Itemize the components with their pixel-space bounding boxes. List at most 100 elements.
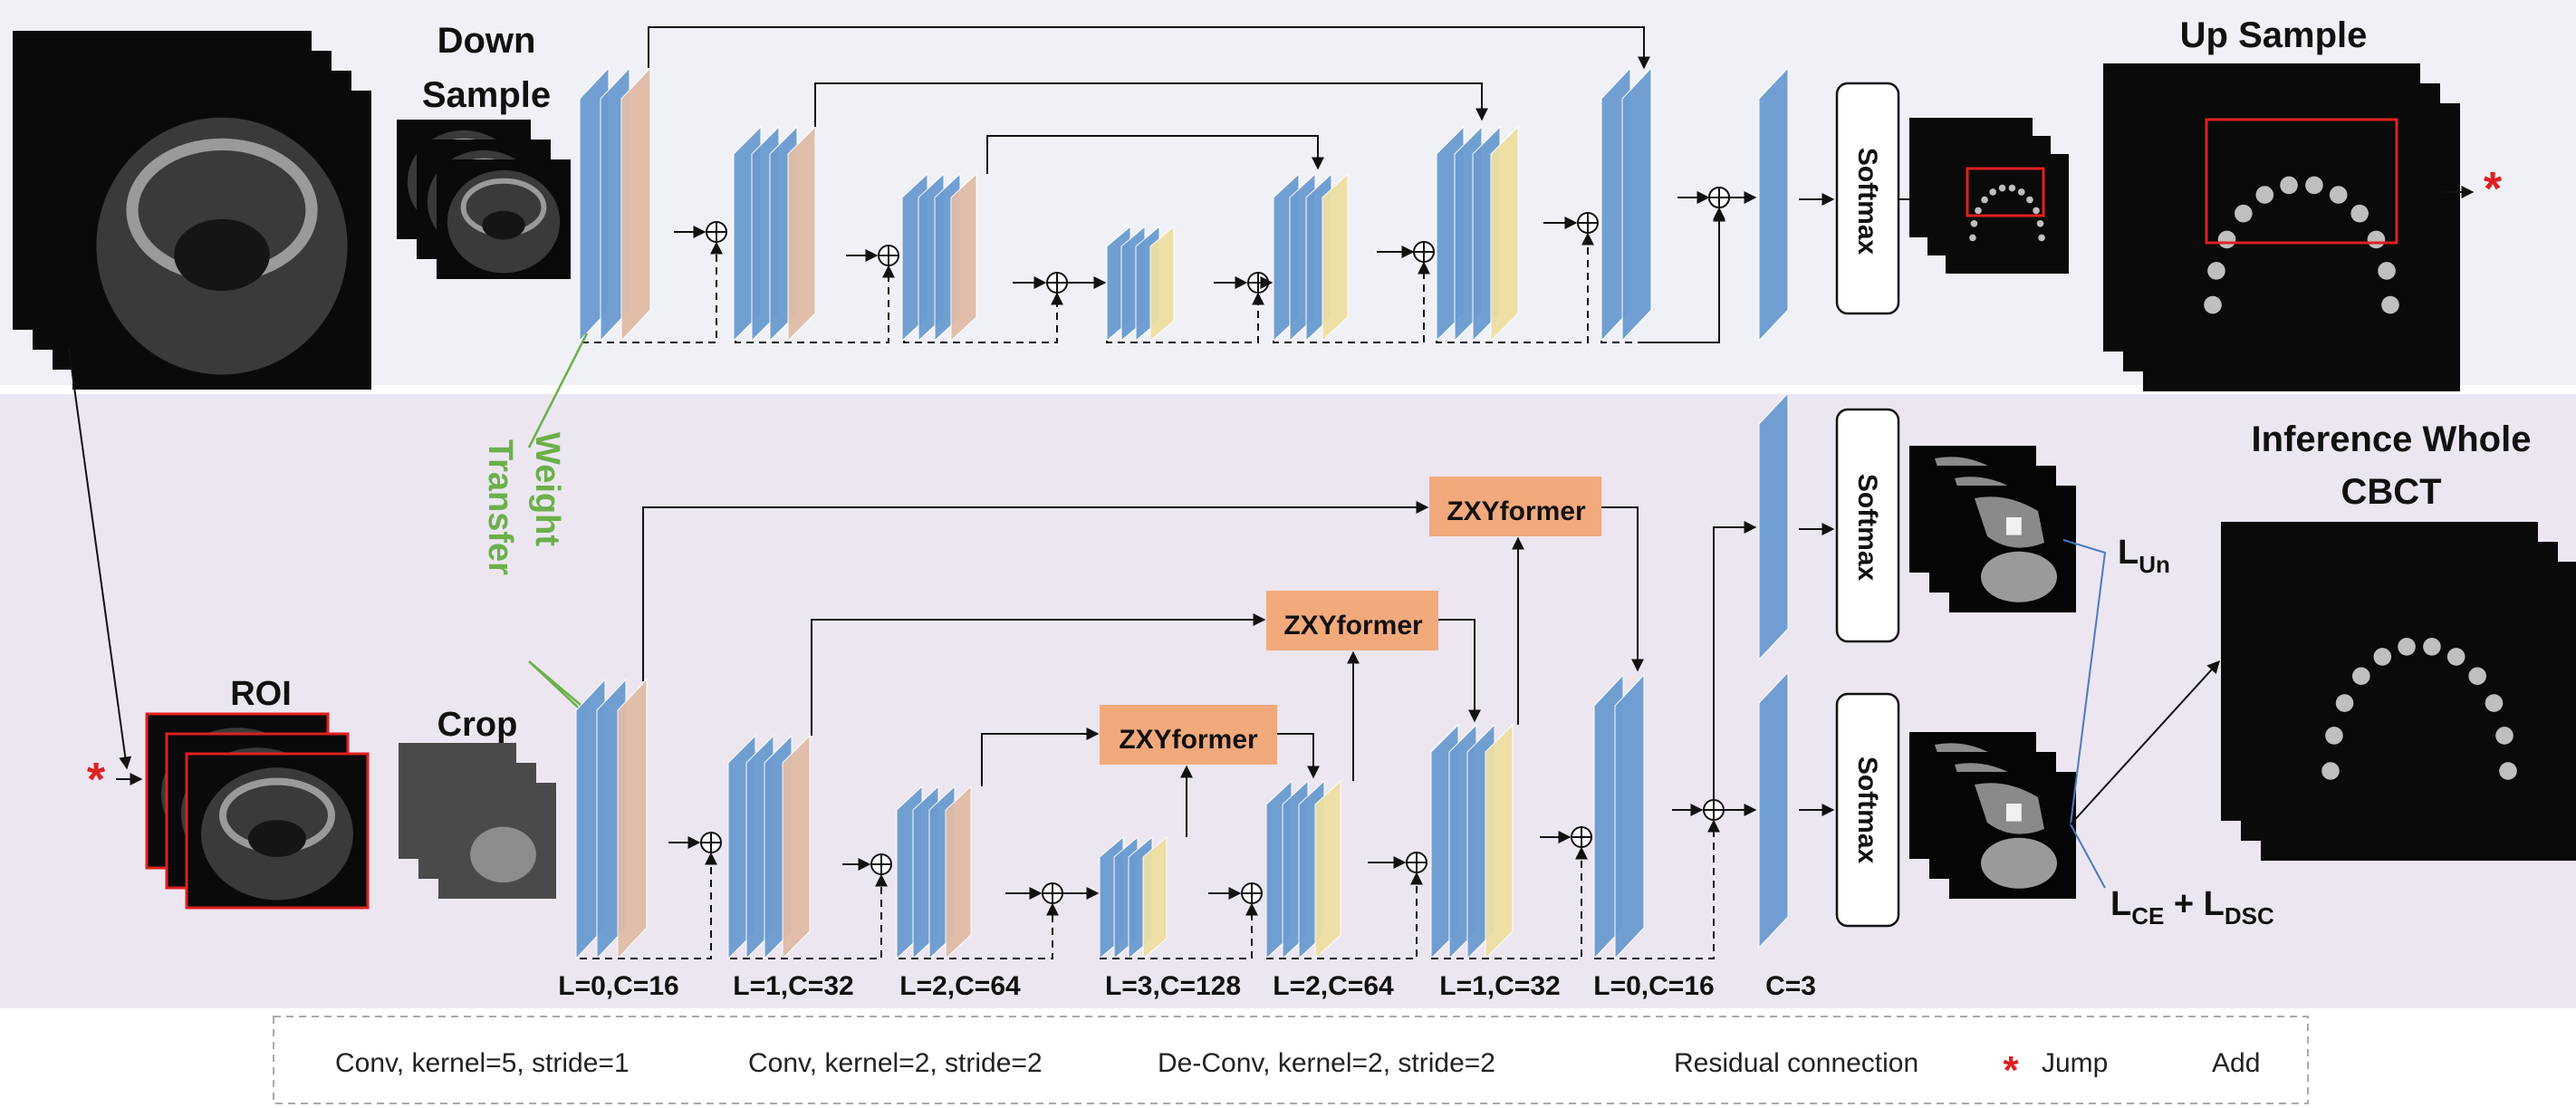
bottom-block-6-slab-1 <box>1614 673 1645 960</box>
stage-label-7: C=3 <box>1765 971 1816 1001</box>
up-sample-image-2-tooth-11 <box>2381 295 2399 314</box>
bottom-residual-4 <box>1266 872 1423 959</box>
top-prediction-image-2 <box>1946 154 2069 274</box>
top-prediction-image-2-tooth-9 <box>2033 207 2040 215</box>
legend-label-conv5: Conv, kernel=5, stride=1 <box>335 1048 630 1078</box>
stage-label-6: L=0,C=16 <box>1593 971 1714 1001</box>
roi-image-2-cavity <box>248 820 306 857</box>
top-prediction-image-2-tooth-3 <box>1981 196 1988 204</box>
inference-title-line1: Inference Whole <box>2252 419 2532 459</box>
seg-output-a-2-region-c <box>2006 517 2022 535</box>
top-skip-0 <box>648 26 1650 70</box>
up-sample-image-2-tooth-5 <box>2280 176 2298 195</box>
top-prediction-roi-box <box>1966 167 2045 217</box>
up-sample-image-2-tooth-1 <box>2207 262 2225 280</box>
top-prediction-image-2-tooth-6 <box>2008 184 2016 192</box>
top-skip-2 <box>986 135 1324 174</box>
down-sample-title-line2: Sample <box>422 75 551 115</box>
top-prediction-image-2-tooth-8 <box>2026 196 2033 204</box>
inference-image-2-tooth-9 <box>2485 694 2504 712</box>
weight-transfer-label-line1: Weight <box>528 432 566 546</box>
crop-image-2-tooth <box>470 826 536 883</box>
bottom-block-4-slab-3 <box>1314 779 1341 960</box>
up-sample-roi-box <box>2205 118 2398 245</box>
inference-image-2 <box>2261 562 2576 861</box>
seg-output-b-2 <box>1949 772 2076 899</box>
ct-input-stack-3 <box>72 91 371 390</box>
bottom-block-0-slab-2 <box>617 678 648 960</box>
softmax-box-bottom-1 <box>1835 408 1900 643</box>
up-sample-image-2-tooth-4 <box>2255 186 2274 204</box>
legend-label-deconv: De-Conv, kernel=2, stride=2 <box>1158 1048 1495 1078</box>
up-sample-image-2-tooth-10 <box>2378 262 2396 280</box>
bottom-skip-2-in <box>981 727 1100 786</box>
crop-label: Crop <box>437 706 518 744</box>
bottom-skip-2-out <box>1277 733 1320 779</box>
inference-image-2-tooth-6 <box>2423 638 2441 656</box>
inference-image-2-tooth-10 <box>2495 727 2514 745</box>
top-residual-2 <box>903 292 1063 343</box>
top-block-6-slab-1 <box>1621 66 1652 342</box>
bottom-output-slab-1 <box>1758 391 1789 661</box>
down-sample-title-line1: Down <box>437 21 536 61</box>
top-prediction-image-2-tooth-10 <box>2036 219 2044 227</box>
legend-label-add: Add <box>2212 1048 2260 1078</box>
down-sample-image-2 <box>437 159 571 279</box>
top-block-2-slab-3 <box>950 172 977 342</box>
softmax-label-bottom-1: Softmax <box>1852 474 1882 582</box>
roi-label: ROI <box>230 675 292 713</box>
top-block-0-slab-2 <box>620 66 651 342</box>
softmax-label-bottom-2: Softmax <box>1852 756 1882 864</box>
top-block-output-slab <box>1758 66 1789 342</box>
up-sample-image-2-tooth-6 <box>2305 176 2323 195</box>
top-prediction-image-2-tooth-2 <box>1975 207 1982 215</box>
zxyformer-label-2: ZXYformer <box>1283 611 1423 641</box>
inference-image-2-tooth-2 <box>2335 694 2354 712</box>
jump-star-upsample: * <box>2484 163 2503 216</box>
up-sample-image-2-tooth-2 <box>2217 230 2236 249</box>
ct-input-stack-3-cavity <box>174 218 270 292</box>
roi-image-2 <box>185 752 370 910</box>
legend-star: * <box>2003 1048 2019 1093</box>
stage-label-0: L=0,C=16 <box>558 971 678 1001</box>
up-sample-image-2-frame <box>2143 103 2460 391</box>
top-block-4-slab-3 <box>1322 172 1349 342</box>
top-skip-1 <box>814 82 1488 127</box>
top-residual-5 <box>1436 232 1594 343</box>
seg-output-a-2 <box>1949 486 2076 612</box>
weight-transfer-label-line2: Transfer <box>481 439 519 575</box>
seg-output-b-2-region-b <box>1981 837 2057 889</box>
weight-transfer-line-1 <box>527 332 589 448</box>
softmax-label-top: Softmax <box>1852 148 1882 255</box>
inference-title-line2: CBCT <box>2341 472 2441 512</box>
stage-label-5: L=1,C=32 <box>1439 971 1560 1001</box>
jump-star-roi: * <box>87 754 106 806</box>
inference-image-2-tooth-11 <box>2499 762 2517 780</box>
top-residual-4 <box>1273 261 1430 343</box>
crop-image-2 <box>438 783 556 899</box>
seg-output-a-2-region-b <box>1981 551 2057 602</box>
inference-image-2-tooth-3 <box>2352 667 2370 686</box>
bottom-block-3-slab-3 <box>1142 835 1168 960</box>
zxyformer-label-3: ZXYformer <box>1119 725 1258 755</box>
up-sample-image-2-tooth-8 <box>2350 204 2369 223</box>
up-sample-title: Up Sample <box>2180 15 2368 55</box>
zxyformer-label-1: ZXYformer <box>1447 496 1586 526</box>
stage-label-4: L=2,C=64 <box>1273 971 1394 1001</box>
top-prediction-image-2-tooth-4 <box>1989 188 1996 196</box>
inference-image-2-frame <box>2261 562 2576 861</box>
legend-label-conv2: Conv, kernel=2, stride=2 <box>748 1048 1043 1078</box>
stage-label-3: L=3,C=128 <box>1105 971 1241 1001</box>
top-prediction-image-2-frame <box>1946 154 2069 274</box>
bottom-block-1-slab-3 <box>782 734 811 960</box>
top-prediction-image-2-tooth-11 <box>2038 234 2045 242</box>
stage-label-2: L=2,C=64 <box>899 971 1021 1001</box>
top-prediction-image-2-tooth-1 <box>1970 219 1978 227</box>
legend-label-jump: Jump <box>2042 1048 2108 1078</box>
top-residual-6 <box>1600 207 1725 343</box>
loss-connector <box>2062 539 2107 889</box>
bottom-block-5-slab-3 <box>1485 723 1514 960</box>
up-sample-image-2-tooth-0 <box>2204 295 2222 314</box>
up-sample-image-2 <box>2143 103 2460 391</box>
